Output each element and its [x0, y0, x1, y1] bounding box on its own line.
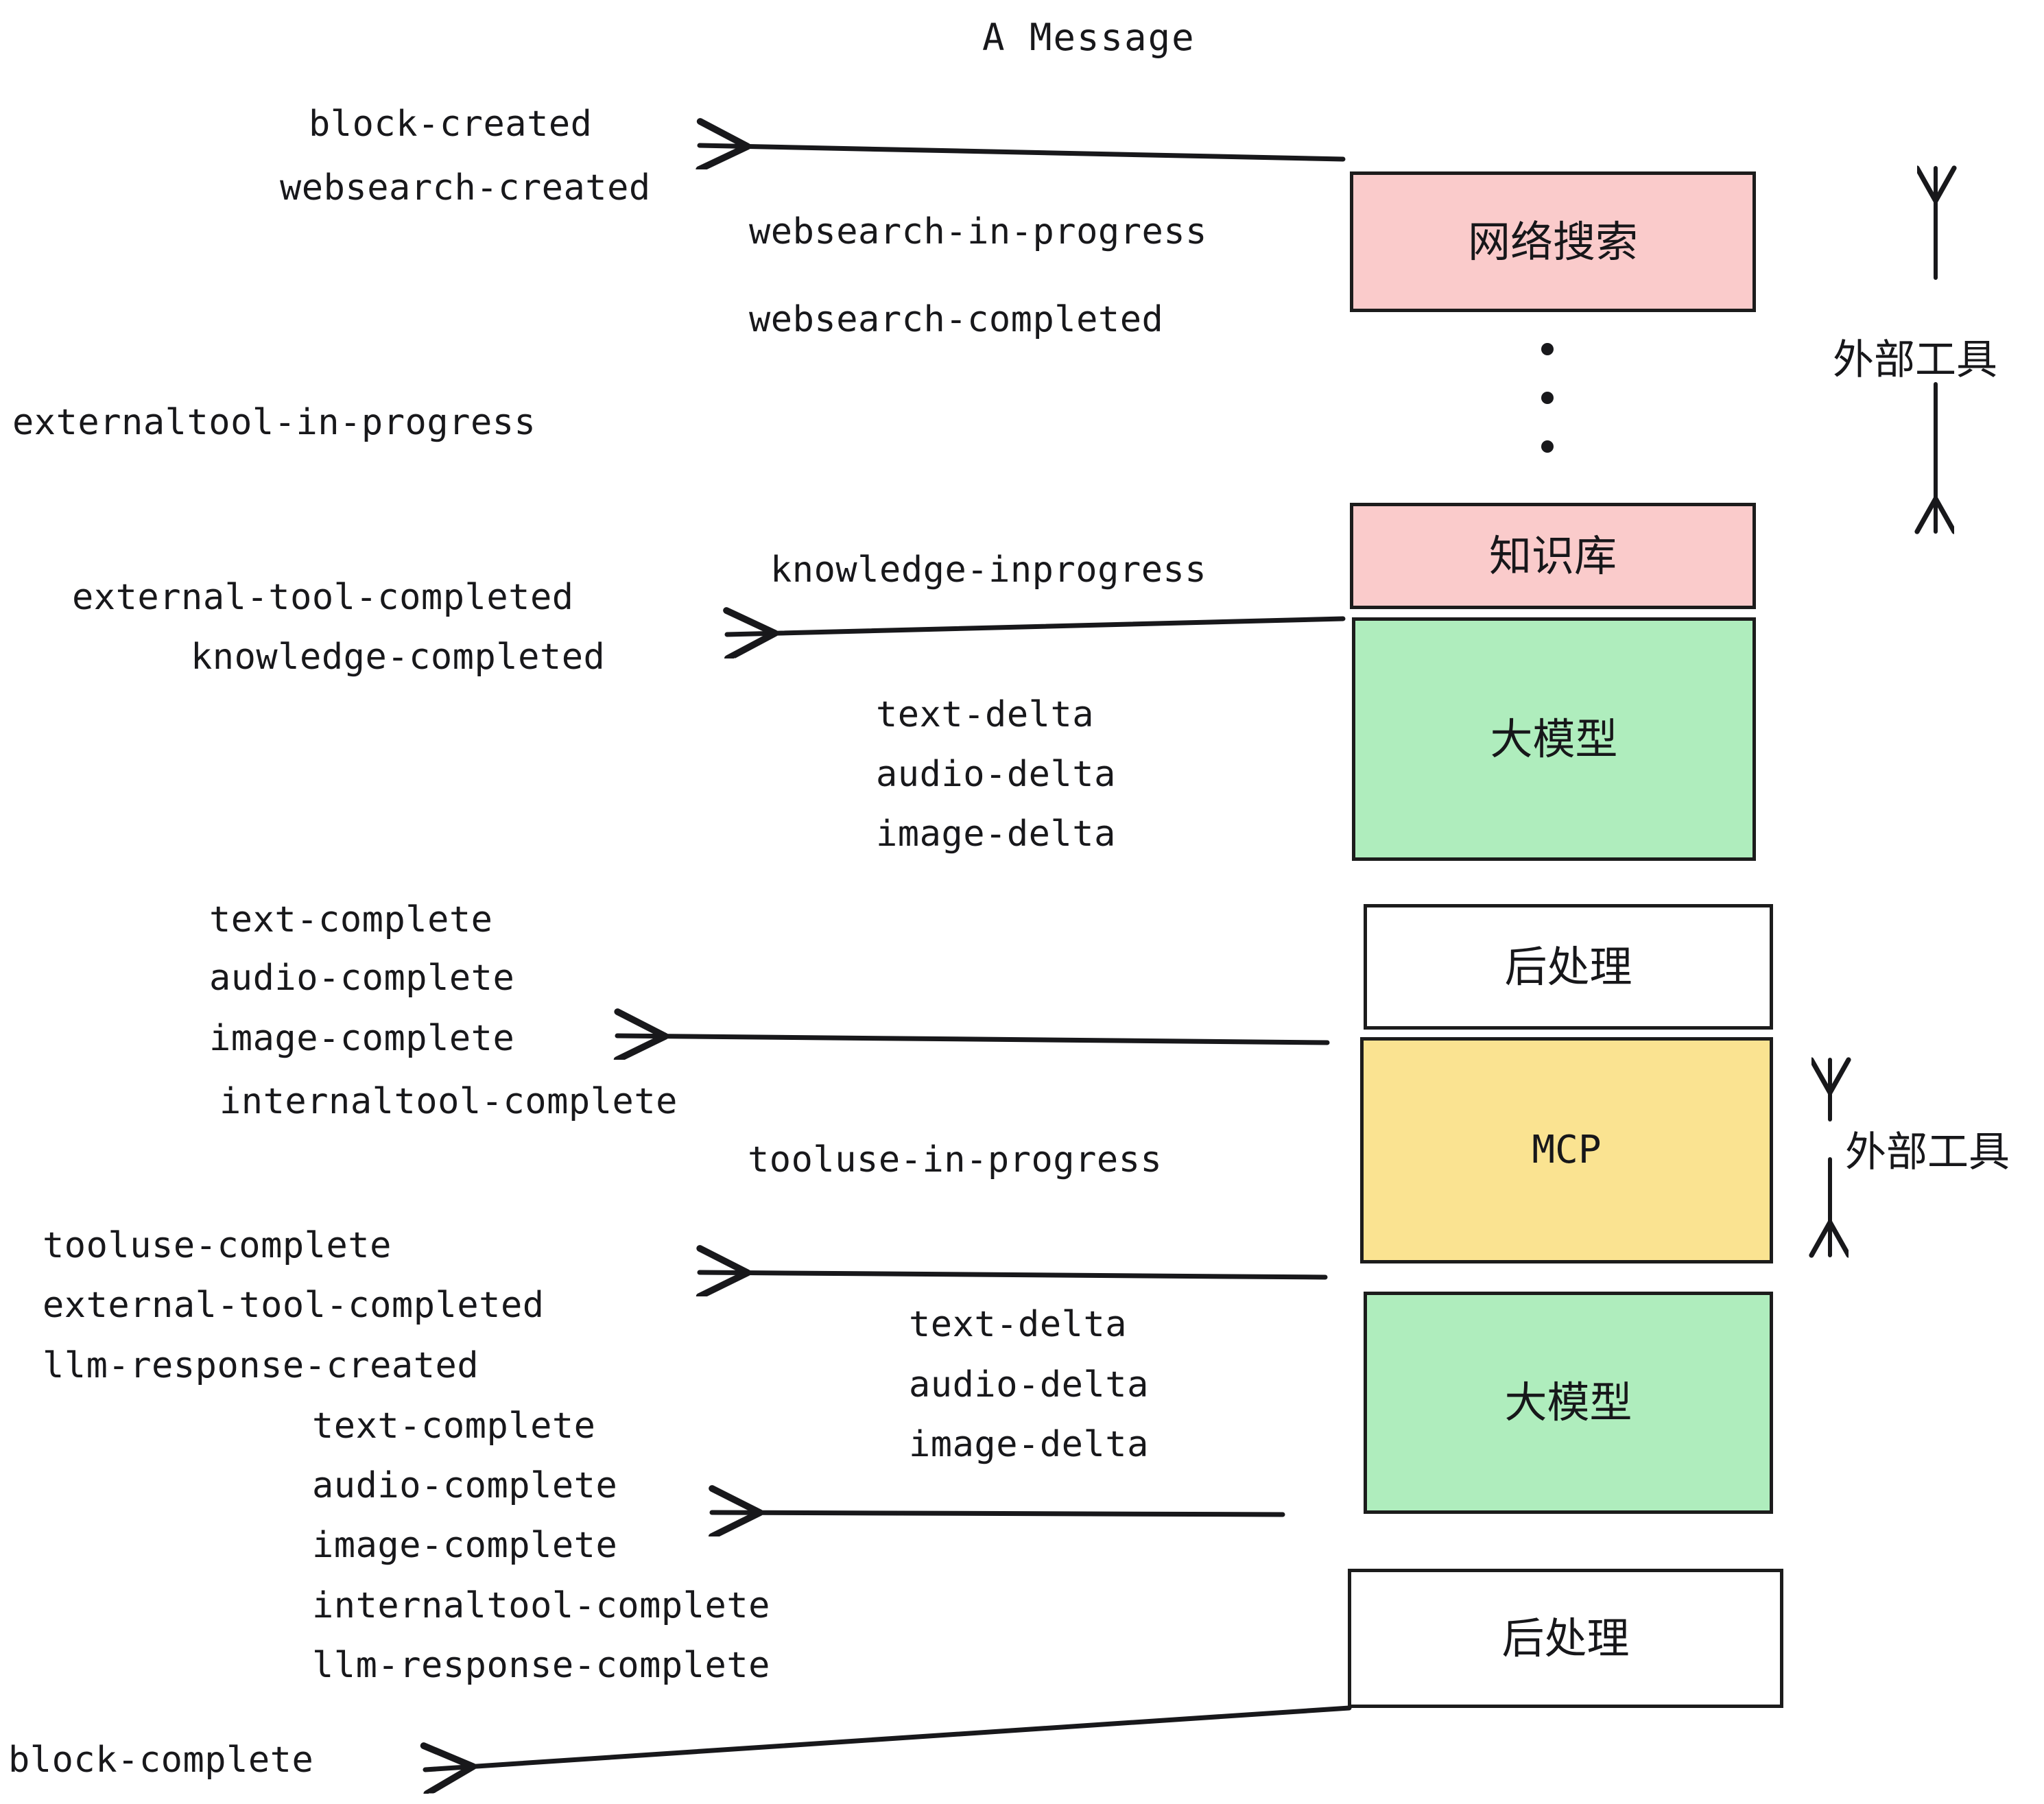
event-label: llm-response-complete [312, 1645, 770, 1686]
event-label: text-delta [909, 1304, 1128, 1345]
event-label: text-complete [209, 899, 493, 940]
event-label: tooluse-in-progress [748, 1139, 1163, 1180]
audio-complete-arrow [712, 1512, 1285, 1515]
node-label: 后处理 [1504, 941, 1632, 992]
external-tool-side-label: 外部工具 [1845, 1128, 2010, 1176]
node-box: 后处理 [1364, 904, 1773, 1030]
page-title: A Message [982, 16, 1196, 59]
ellipsis-dot [1541, 343, 1554, 355]
event-label: image-complete [209, 1018, 515, 1059]
event-label: text-complete [312, 1405, 596, 1447]
node-label: 知识库 [1488, 530, 1617, 581]
event-label: internaltool-complete [219, 1081, 678, 1122]
event-label: block-created [309, 104, 593, 145]
ellipsis-dot [1541, 440, 1554, 453]
node-box: 网络搜索 [1350, 171, 1756, 312]
ellipsis-dot [1541, 392, 1554, 404]
event-label: external-tool-completed [72, 577, 574, 618]
event-label: block-complete [8, 1740, 314, 1781]
event-label: internaltool-complete [312, 1585, 770, 1626]
node-label: 网络搜索 [1467, 216, 1638, 267]
event-label: knowledge-inprogress [770, 549, 1207, 591]
event-label: audio-complete [312, 1465, 618, 1506]
event-label: websearch-completed [749, 299, 1164, 340]
node-box: 知识库 [1350, 503, 1756, 609]
event-label: external-tool-completed [43, 1285, 545, 1326]
event-label: tooluse-complete [43, 1225, 392, 1266]
event-label: image-complete [312, 1525, 618, 1566]
event-label: knowledge-completed [191, 637, 606, 678]
node-label: 大模型 [1504, 1377, 1632, 1427]
event-label: websearch-created [280, 167, 651, 209]
tooluse-complete-arrow [700, 1272, 1328, 1277]
event-label: externaltool-in-progress [12, 402, 536, 443]
external-tool-side-label: 外部工具 [1833, 336, 1997, 384]
event-label: llm-response-created [43, 1345, 479, 1386]
node-box: 后处理 [1348, 1569, 1783, 1708]
event-label: websearch-in-progress [749, 211, 1207, 252]
node-box: MCP [1360, 1037, 1773, 1263]
event-label: audio-delta [876, 754, 1116, 795]
node-box: 大模型 [1352, 617, 1756, 861]
block-created-arrow [700, 145, 1346, 159]
node-label: MCP [1532, 1128, 1602, 1172]
event-label: text-delta [876, 694, 1095, 735]
node-label: 后处理 [1501, 1613, 1630, 1663]
node-box: 大模型 [1364, 1292, 1773, 1514]
block-complete-arrow [425, 1705, 1352, 1770]
event-label: audio-delta [909, 1364, 1149, 1405]
event-label: image-delta [909, 1424, 1149, 1465]
event-label: image-delta [876, 814, 1116, 855]
vertical-ellipsis-icon [1541, 343, 1554, 453]
event-label: audio-complete [209, 958, 515, 999]
node-label: 大模型 [1490, 713, 1618, 764]
knowledge-completed-arrow [727, 619, 1346, 634]
image-complete-arrow [617, 1036, 1330, 1043]
